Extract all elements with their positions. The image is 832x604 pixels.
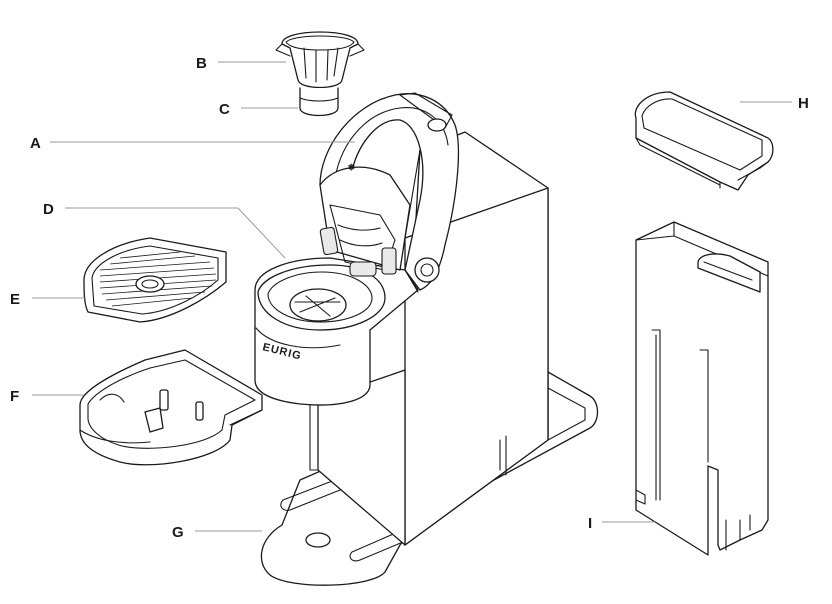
label-C: C <box>219 101 230 118</box>
water-reservoir-part <box>635 221 769 556</box>
drip-tray-part <box>79 349 263 466</box>
label-F: F <box>10 388 19 405</box>
callout-G: G <box>172 524 262 541</box>
label-D: D <box>43 201 54 218</box>
label-B: B <box>196 55 207 72</box>
callout-C: C <box>219 101 298 118</box>
callout-F: F <box>10 388 84 405</box>
callout-I: I <box>588 515 655 532</box>
label-I: I <box>588 515 592 532</box>
label-G: G <box>172 524 184 541</box>
lid-logo-mark: ✻ <box>348 163 355 172</box>
callout-A: A <box>30 135 355 152</box>
label-E: E <box>10 291 20 308</box>
callout-E: E <box>10 291 86 308</box>
drip-grate-part <box>83 237 227 323</box>
brew-handle-part: ✻ <box>319 92 460 293</box>
reservoir-lid-part <box>634 91 774 191</box>
callout-D: D <box>43 201 286 259</box>
label-A: A <box>30 135 41 152</box>
brew-head-part: EURIG <box>254 257 419 406</box>
callout-B: B <box>196 55 286 72</box>
pod-holder-part <box>275 31 365 117</box>
callout-H: H <box>740 95 809 112</box>
label-H: H <box>798 95 809 112</box>
